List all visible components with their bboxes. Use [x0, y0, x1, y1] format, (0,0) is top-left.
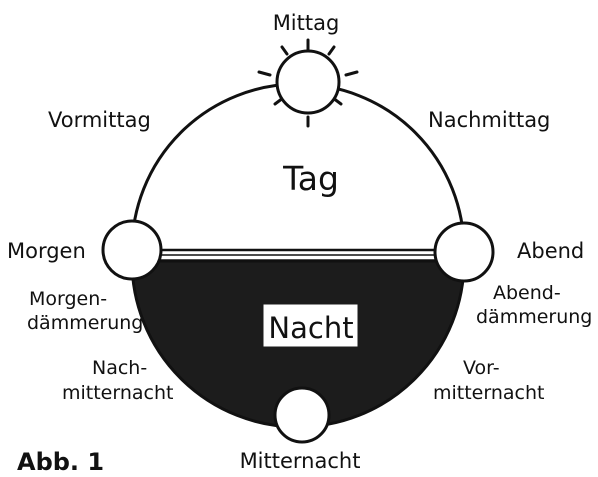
label-nachmitternacht-2: mitternacht	[62, 382, 173, 404]
label-morgen: Morgen	[7, 239, 86, 263]
label-vormitternacht-2: mitternacht	[433, 382, 544, 404]
label-abend: Abend	[517, 239, 584, 263]
label-nachmittag: Nachmittag	[428, 108, 550, 132]
nacht-label-box	[263, 304, 358, 347]
label-nacht: Nacht	[268, 311, 353, 345]
sun-icon	[257, 38, 359, 128]
label-abenddaemmerung-1: Abend-	[493, 282, 561, 304]
label-morgendaemmerung-1: Morgen-	[29, 288, 107, 310]
label-mitternacht: Mitternacht	[240, 449, 361, 473]
label-nachmitternacht-1: Nach-	[92, 357, 147, 379]
mitternacht-marker	[273, 386, 331, 444]
horizon-line	[132, 248, 464, 261]
figure-caption: Abb. 1	[17, 448, 104, 476]
abend-marker	[433, 221, 495, 283]
label-vormitternacht-1: Vor-	[463, 357, 500, 379]
label-vormittag: Vormittag	[48, 108, 151, 132]
label-abenddaemmerung-2: dämmerung	[476, 306, 592, 328]
label-mittag: Mittag	[273, 11, 340, 35]
label-morgendaemmerung-2: dämmerung	[27, 312, 143, 334]
label-tag: Tag	[282, 159, 339, 198]
morgen-marker	[101, 219, 163, 281]
